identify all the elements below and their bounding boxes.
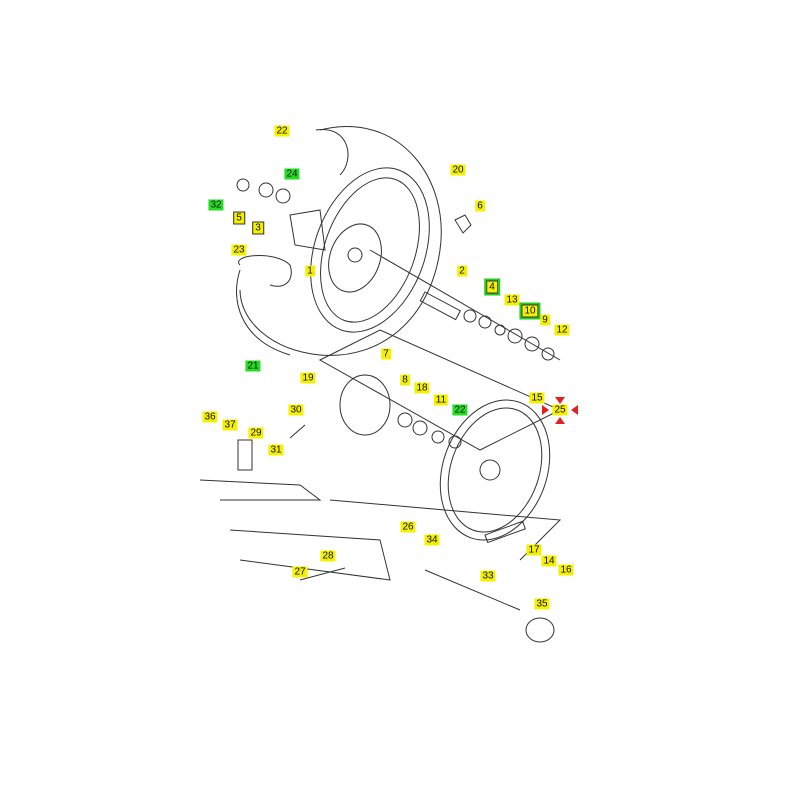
part-label[interactable]: 22 xyxy=(274,125,290,137)
axle-line xyxy=(369,249,561,361)
wheel-rim xyxy=(310,167,430,333)
part-label[interactable]: 16 xyxy=(558,564,574,576)
part-label[interactable]: 22 xyxy=(452,404,468,416)
part-label[interactable]: 36 xyxy=(202,411,218,423)
part-label[interactable]: 31 xyxy=(268,444,284,456)
part-label[interactable]: 1 xyxy=(305,265,315,277)
part-label[interactable]: 15 xyxy=(529,392,545,404)
part-label[interactable]: 35 xyxy=(534,598,550,610)
part-label[interactable]: 2 xyxy=(457,265,467,277)
part-label[interactable]: 4 xyxy=(484,278,500,296)
part-label[interactable]: 29 xyxy=(248,427,264,439)
tube xyxy=(238,255,292,287)
part-label[interactable]: 5 xyxy=(233,211,245,225)
part-label[interactable]: 19 xyxy=(300,372,316,384)
part-label[interactable]: 10 xyxy=(519,302,541,320)
part-label[interactable]: 17 xyxy=(526,544,542,556)
part-label[interactable]: 30 xyxy=(288,404,304,416)
part-label[interactable]: 11 xyxy=(433,394,449,406)
sprocket-assembly xyxy=(318,329,562,451)
part-label[interactable]: 23 xyxy=(231,244,247,256)
part-label[interactable]: 32 xyxy=(208,199,224,211)
part-label[interactable]: 20 xyxy=(450,164,466,176)
part-label[interactable]: 13 xyxy=(504,294,520,306)
part-label-highlighted[interactable]: 25 xyxy=(552,404,568,416)
part-label[interactable]: 27 xyxy=(292,566,308,578)
front-parts xyxy=(236,178,472,234)
part-label[interactable]: 33 xyxy=(480,570,496,582)
part-label[interactable]: 14 xyxy=(541,555,557,567)
part-label[interactable]: 26 xyxy=(400,521,416,533)
tire xyxy=(236,126,442,356)
pulley xyxy=(439,399,551,544)
part-label[interactable]: 9 xyxy=(540,314,550,326)
brake-caliper xyxy=(289,209,326,251)
part-label[interactable]: 21 xyxy=(245,360,261,372)
part-label[interactable]: 12 xyxy=(554,324,570,336)
part-label[interactable]: 6 xyxy=(475,200,485,212)
part-label[interactable]: 37 xyxy=(222,419,238,431)
part-label[interactable]: 7 xyxy=(381,348,391,360)
part-label[interactable]: 24 xyxy=(284,168,300,180)
part-label[interactable]: 3 xyxy=(252,221,264,235)
part-label[interactable]: 18 xyxy=(414,382,430,394)
swingarm xyxy=(199,424,562,643)
part-label[interactable]: 8 xyxy=(400,374,410,386)
part-label[interactable]: 28 xyxy=(320,550,336,562)
part-label[interactable]: 34 xyxy=(424,534,440,546)
